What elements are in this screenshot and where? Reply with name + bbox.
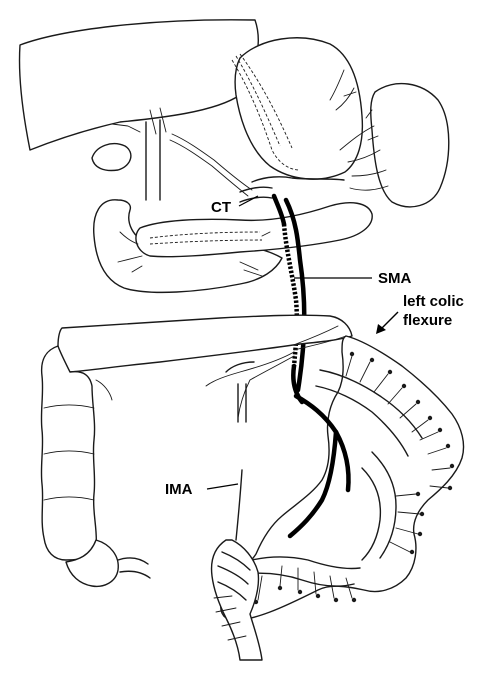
flexure-arrow (376, 312, 398, 334)
leader-ima (207, 484, 238, 489)
label-sma: SMA (378, 270, 412, 287)
liver (19, 20, 258, 150)
gallbladder (92, 144, 131, 171)
label-ima: IMA (165, 481, 193, 498)
terminal-ileum (118, 558, 150, 578)
pancreas (136, 203, 372, 257)
stomach (235, 38, 362, 179)
spleen (371, 84, 449, 207)
vertical-vessel (146, 120, 160, 200)
label-flexure-line1: left colic (403, 293, 464, 310)
label-flexure-line2: flexure (403, 312, 452, 329)
transverse-colon (58, 315, 353, 372)
ima-vessel-line (236, 470, 242, 540)
label-ct: CT (211, 199, 231, 216)
